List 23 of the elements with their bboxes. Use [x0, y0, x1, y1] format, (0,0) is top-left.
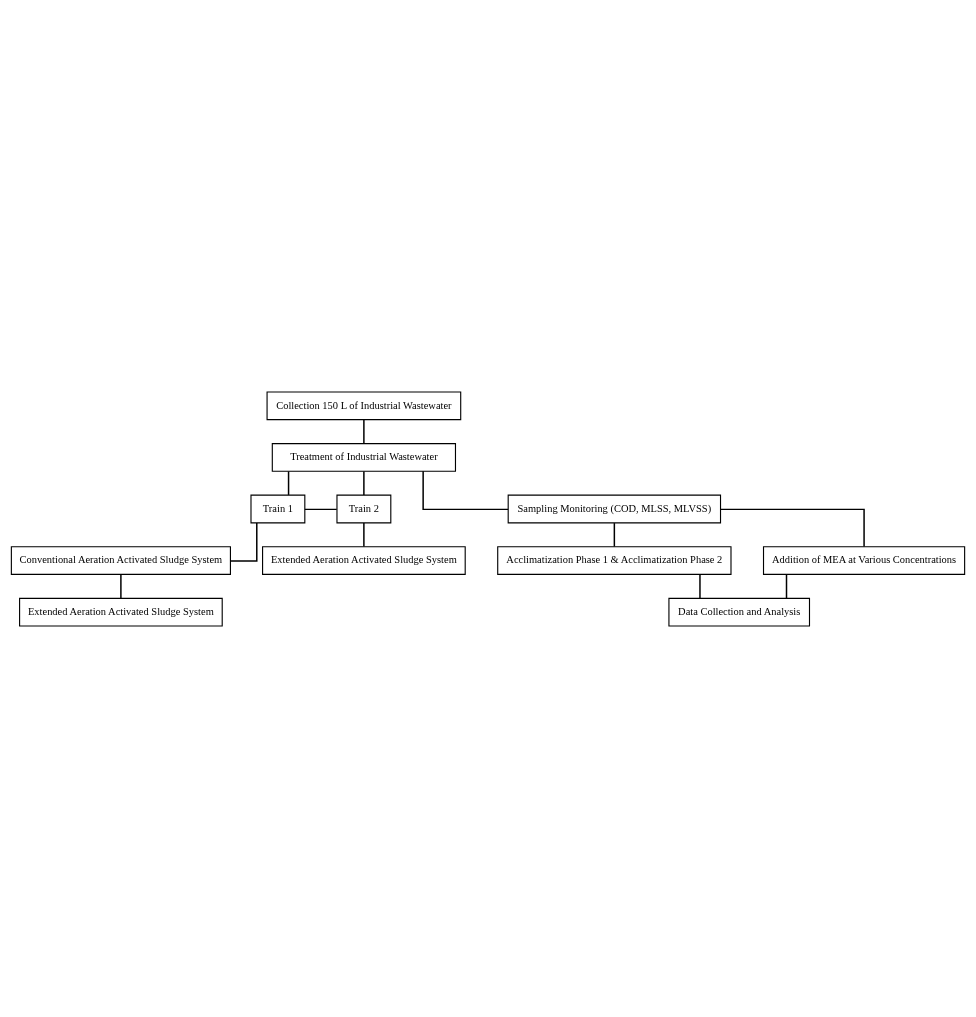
- connector: [229, 521, 258, 562]
- connector: [613, 521, 616, 547]
- connector: [785, 573, 788, 599]
- node-box: Conventional Aeration Activated Sludge System: [10, 545, 231, 575]
- connector: [363, 521, 365, 547]
- node-box: Extended Aeration Activated Sludge System: [19, 597, 223, 627]
- connector: [287, 470, 290, 496]
- node-box: Collection 150 L of Industrial Wastewater: [266, 390, 462, 420]
- connector: [699, 573, 701, 599]
- node-box: Data Collection and Analysis: [668, 597, 811, 627]
- node-box: Treatment of Industrial Wastewater: [271, 442, 457, 472]
- connector: [363, 418, 365, 444]
- node-box: Acclimatization Phase 1 & Acclimatization Phase 2: [497, 545, 732, 575]
- node-box: Addition of MEA at Various Concentrations: [762, 545, 966, 575]
- connector: [719, 508, 865, 547]
- node-box: Train 1: [250, 494, 306, 523]
- connector: [304, 508, 338, 510]
- connector: [363, 470, 365, 496]
- connector: [120, 573, 122, 599]
- node-box: Sampling Monitoring (COD, MLSS, MLVSS): [507, 494, 722, 523]
- connector: [422, 470, 509, 510]
- node-box: Train 2: [336, 494, 392, 523]
- node-box: Extended Aeration Activated Sludge System: [262, 545, 466, 575]
